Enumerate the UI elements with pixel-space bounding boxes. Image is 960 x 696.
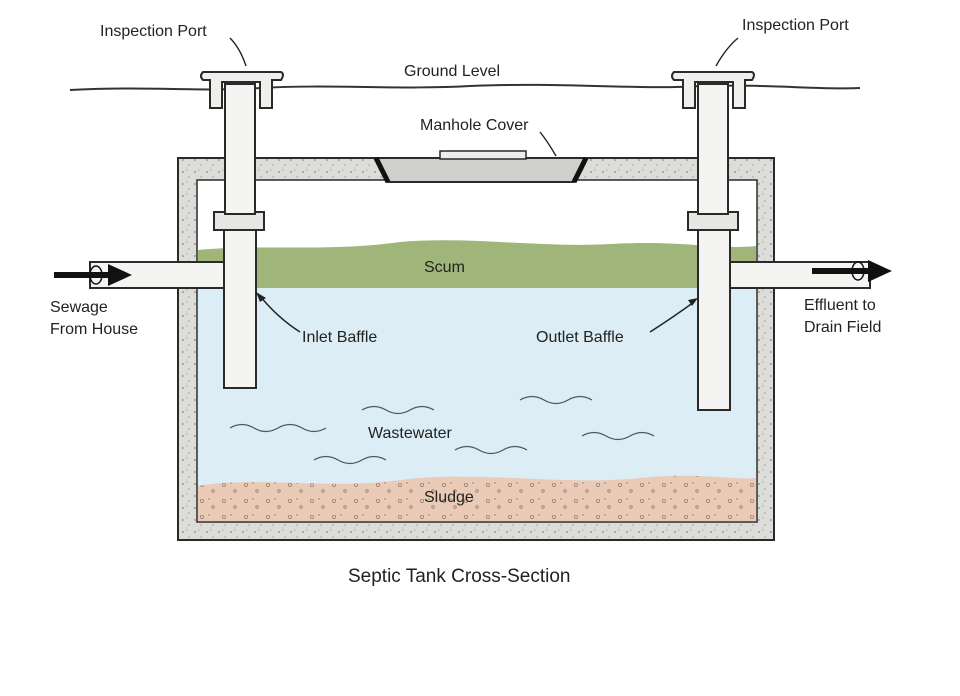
wastewater-label: Wastewater	[368, 425, 453, 442]
manhole-cover	[373, 150, 589, 184]
effluent-label-line2: Drain Field	[804, 319, 881, 336]
scum-label: Scum	[424, 259, 465, 276]
inspection-port-right-label: Inspection Port	[742, 17, 849, 34]
inspection-port-left-label: Inspection Port	[100, 23, 207, 40]
inspection-port-right-riser	[697, 83, 729, 215]
outlet-baffle-label: Outlet Baffle	[536, 329, 624, 346]
inlet-baffle-pointer	[256, 292, 266, 302]
outflow-arrow	[812, 260, 892, 282]
outlet-baffle	[697, 227, 731, 411]
wastewater-layer	[198, 286, 756, 486]
sludge-label: Sludge	[424, 489, 474, 506]
sewage-label-line1: Sewage	[50, 299, 108, 316]
inspection-port-right-cap	[671, 71, 755, 109]
ground-level-label: Ground Level	[404, 63, 500, 80]
sewage-label-line2: From House	[50, 321, 138, 338]
manhole-cover-label: Manhole Cover	[420, 117, 529, 134]
inflow-arrow	[54, 264, 132, 286]
inlet-baffle	[223, 227, 257, 389]
inlet-baffle-label: Inlet Baffle	[302, 329, 377, 346]
sludge-layer	[198, 475, 756, 521]
effluent-label-line1: Effluent to	[804, 297, 876, 314]
inspection-port-left-riser	[224, 83, 256, 215]
inspection-port-left-cap	[200, 71, 284, 109]
water-waves	[229, 395, 655, 465]
scum-layer	[198, 240, 756, 288]
outlet-baffle-pointer	[688, 298, 698, 306]
diagram-caption: Septic Tank Cross-Section	[348, 566, 570, 587]
outlet-pipe	[719, 261, 871, 289]
